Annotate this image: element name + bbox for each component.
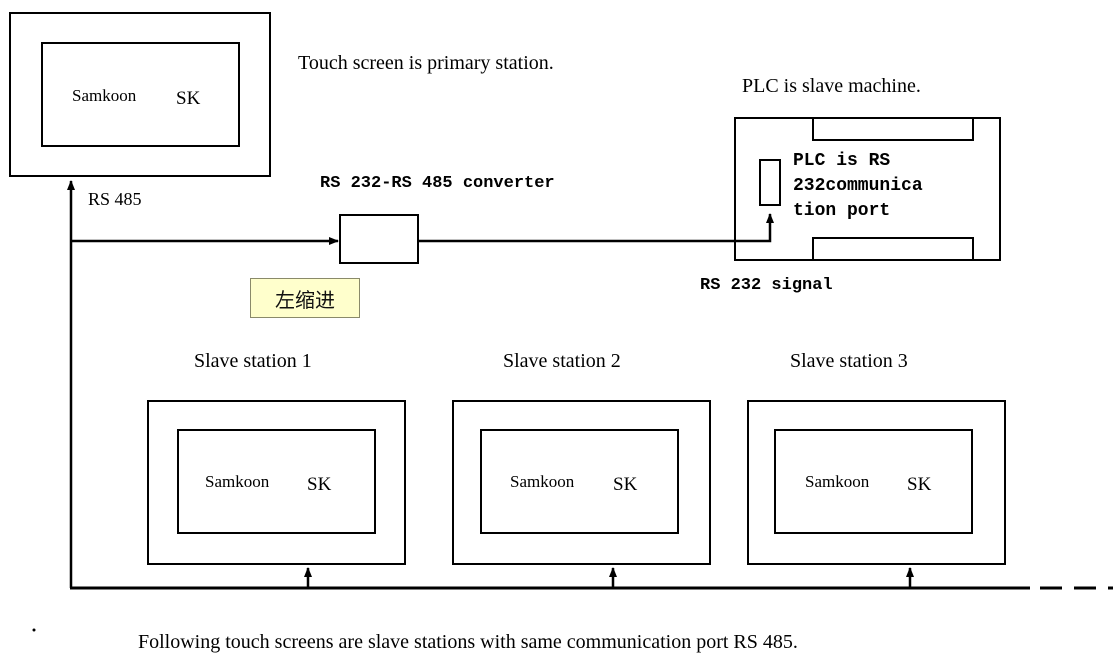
plc-port-line-2: 232communica xyxy=(793,176,923,196)
converter-to-plc-line xyxy=(418,213,774,243)
rs232-signal-label: RS 232 signal xyxy=(700,276,833,295)
slave-station-3-outer xyxy=(747,400,1006,565)
slave-station-3-brand: Samkoon xyxy=(805,472,870,491)
plc-top-connector xyxy=(812,117,974,141)
stray-dot xyxy=(32,628,36,632)
plc-port xyxy=(759,159,781,206)
footer-note: Following touch screens are slave statio… xyxy=(138,631,798,653)
converter-label: RS 232-RS 485 converter xyxy=(320,174,555,193)
slave-station-1-title: Slave station 1 xyxy=(194,350,312,372)
slave-station-1-outer xyxy=(147,400,406,565)
primary-screen-brand: Samkoon xyxy=(72,86,137,105)
slave-station-2-model: SK xyxy=(613,474,638,495)
slave-station-2-inner xyxy=(480,429,679,534)
slave-station-3-model: SK xyxy=(907,474,932,495)
slave-station-1-model: SK xyxy=(307,474,332,495)
slave-station-1-brand: Samkoon xyxy=(205,472,270,491)
slave-station-1-inner xyxy=(177,429,376,534)
primary-screen-inner xyxy=(41,42,240,147)
primary-screen-outer xyxy=(9,12,271,177)
slave-station-3-inner xyxy=(774,429,973,534)
slave-station-3-title: Slave station 3 xyxy=(790,350,908,372)
rs485-port-label: RS 485 xyxy=(88,189,142,209)
plc-bottom-connector xyxy=(812,237,974,261)
converter-box xyxy=(339,214,419,264)
slave-station-2-title: Slave station 2 xyxy=(503,350,621,372)
slave-station-2-brand: Samkoon xyxy=(510,472,575,491)
plc-port-line-3: tion port xyxy=(793,201,890,221)
primary-station-caption: Touch screen is primary station. xyxy=(298,52,554,74)
indent-tag: 左缩进 xyxy=(250,278,360,318)
primary-screen-model: SK xyxy=(176,88,201,109)
plc-caption: PLC is slave machine. xyxy=(742,75,921,97)
plc-port-line-1: PLC is RS xyxy=(793,151,890,171)
slave-station-2-outer xyxy=(452,400,711,565)
